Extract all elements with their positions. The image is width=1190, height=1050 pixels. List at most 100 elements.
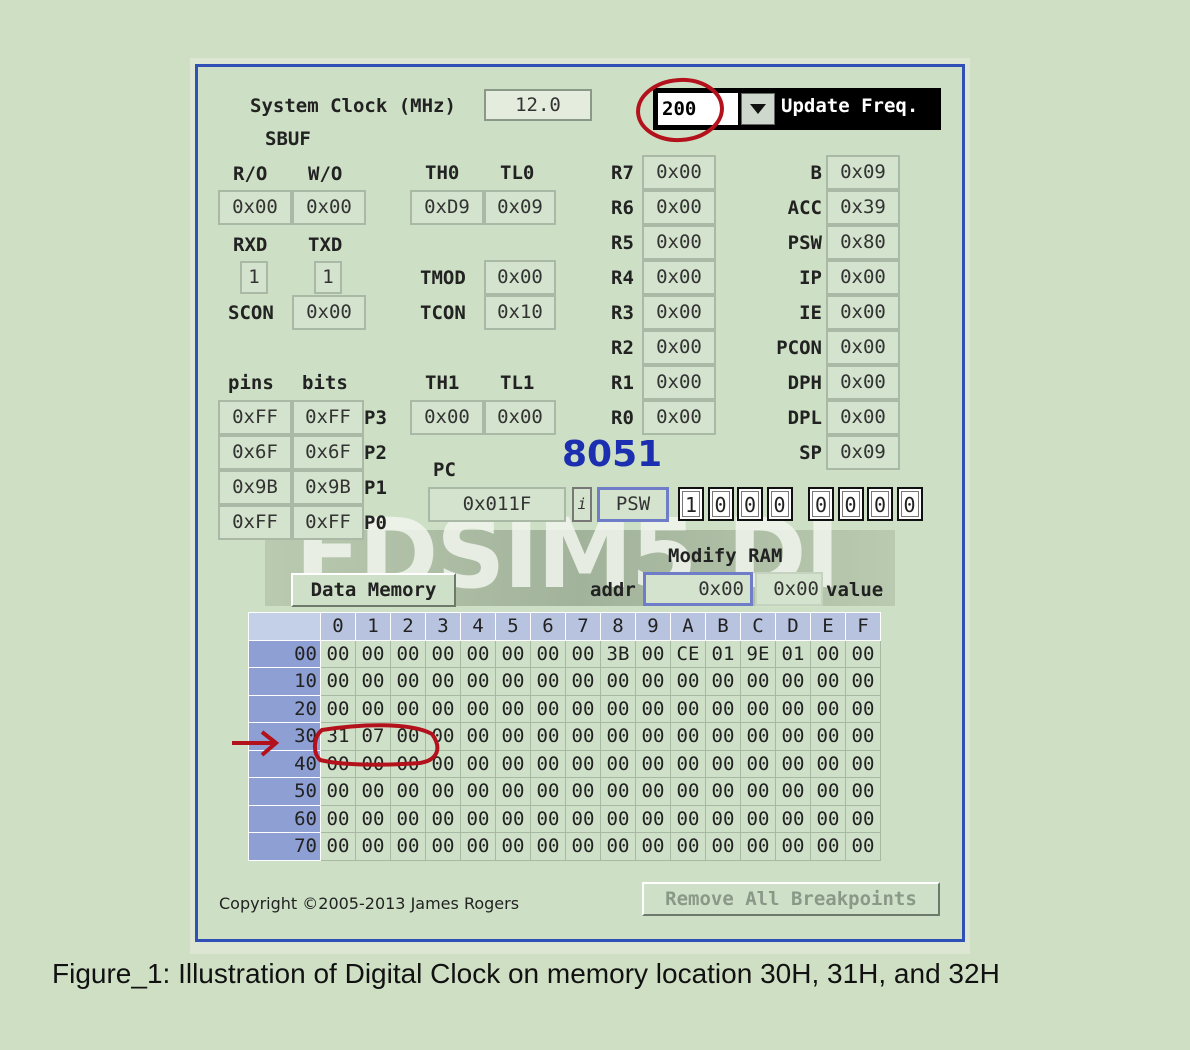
memory-cell[interactable]: 00 xyxy=(845,777,881,806)
memory-cell[interactable]: 00 xyxy=(565,804,601,833)
memory-cell[interactable]: 00 xyxy=(845,667,881,696)
memory-cell[interactable]: 00 xyxy=(775,722,811,751)
tl1-value[interactable]: 0x00 xyxy=(484,400,556,435)
memory-cell[interactable]: 00 xyxy=(705,722,741,751)
memory-cell[interactable]: 00 xyxy=(565,722,601,751)
memory-cell[interactable]: 00 xyxy=(635,667,671,696)
sfr-value[interactable]: 0x09 xyxy=(826,435,900,470)
port-bits-value[interactable]: 0x6F xyxy=(292,435,364,470)
memory-cell[interactable]: 00 xyxy=(775,667,811,696)
memory-cell[interactable]: 01 xyxy=(775,639,811,668)
memory-cell[interactable]: 00 xyxy=(320,804,356,833)
memory-cell[interactable]: 3B xyxy=(600,639,636,668)
memory-cell[interactable]: 00 xyxy=(390,749,426,778)
register-value[interactable]: 0x00 xyxy=(642,260,716,295)
memory-cell[interactable]: 00 xyxy=(635,777,671,806)
port-bits-value[interactable]: 0xFF xyxy=(292,505,364,540)
memory-cell[interactable]: 00 xyxy=(635,722,671,751)
th0-value[interactable]: 0xD9 xyxy=(410,190,484,225)
memory-cell[interactable]: 00 xyxy=(740,749,776,778)
memory-cell[interactable]: 00 xyxy=(705,832,741,861)
memory-cell[interactable]: 00 xyxy=(740,832,776,861)
memory-cell[interactable]: 00 xyxy=(775,694,811,723)
memory-cell[interactable]: 00 xyxy=(495,832,531,861)
register-value[interactable]: 0x00 xyxy=(642,190,716,225)
memory-cell[interactable]: 00 xyxy=(775,804,811,833)
memory-cell[interactable]: 00 xyxy=(320,749,356,778)
memory-cell[interactable]: 00 xyxy=(635,694,671,723)
memory-cell[interactable]: 00 xyxy=(495,694,531,723)
memory-cell[interactable]: 00 xyxy=(705,667,741,696)
memory-cell[interactable]: 00 xyxy=(425,832,461,861)
memory-cell[interactable]: 00 xyxy=(775,777,811,806)
memory-cell[interactable]: 00 xyxy=(565,694,601,723)
tl0-value[interactable]: 0x09 xyxy=(484,190,556,225)
psw-bit[interactable]: 0 xyxy=(837,487,864,521)
register-value[interactable]: 0x00 xyxy=(642,225,716,260)
rxd-value[interactable]: 1 xyxy=(240,261,268,294)
memory-cell[interactable]: 00 xyxy=(425,722,461,751)
sfr-value[interactable]: 0x00 xyxy=(826,295,900,330)
sfr-value[interactable]: 0x39 xyxy=(826,190,900,225)
memory-cell[interactable]: 00 xyxy=(390,832,426,861)
memory-cell[interactable]: 00 xyxy=(425,804,461,833)
remove-breakpoints-button[interactable]: Remove All Breakpoints xyxy=(642,882,940,916)
memory-cell[interactable]: 00 xyxy=(530,694,566,723)
memory-cell[interactable]: 31 xyxy=(320,722,356,751)
memory-cell[interactable]: 00 xyxy=(530,804,566,833)
memory-cell[interactable]: 00 xyxy=(530,749,566,778)
psw-bit[interactable]: 0 xyxy=(766,487,793,521)
memory-cell[interactable]: 00 xyxy=(425,639,461,668)
th1-value[interactable]: 0x00 xyxy=(410,400,484,435)
psw-bit[interactable]: 0 xyxy=(896,487,923,521)
memory-cell[interactable]: 00 xyxy=(460,722,496,751)
memory-cell[interactable]: 00 xyxy=(530,777,566,806)
scon-value[interactable]: 0x00 xyxy=(292,295,366,330)
memory-cell[interactable]: 00 xyxy=(740,804,776,833)
memory-cell[interactable]: 00 xyxy=(390,777,426,806)
update-freq-select[interactable]: 200 xyxy=(658,93,738,125)
memory-cell[interactable]: 07 xyxy=(355,722,391,751)
memory-cell[interactable]: 00 xyxy=(670,667,706,696)
info-icon[interactable]: i xyxy=(572,487,592,522)
sbuf-wo-value[interactable]: 0x00 xyxy=(292,190,366,225)
register-value[interactable]: 0x00 xyxy=(642,400,716,435)
memory-cell[interactable]: 00 xyxy=(530,832,566,861)
memory-cell[interactable]: 00 xyxy=(530,639,566,668)
memory-cell[interactable]: 00 xyxy=(845,639,881,668)
memory-cell[interactable]: 00 xyxy=(425,777,461,806)
memory-cell[interactable]: 9E xyxy=(740,639,776,668)
sfr-value[interactable]: 0x00 xyxy=(826,400,900,435)
memory-cell[interactable]: 00 xyxy=(355,804,391,833)
port-bits-value[interactable]: 0xFF xyxy=(292,400,364,435)
memory-cell[interactable]: 00 xyxy=(635,639,671,668)
memory-cell[interactable]: 00 xyxy=(565,832,601,861)
register-value[interactable]: 0x00 xyxy=(642,295,716,330)
memory-cell[interactable]: 00 xyxy=(390,722,426,751)
chevron-down-icon[interactable] xyxy=(741,93,775,125)
memory-cell[interactable]: 00 xyxy=(775,832,811,861)
memory-cell[interactable]: 00 xyxy=(600,804,636,833)
memory-cell[interactable]: 00 xyxy=(670,804,706,833)
memory-cell[interactable]: 00 xyxy=(600,722,636,751)
memory-cell[interactable]: 00 xyxy=(390,804,426,833)
memory-cell[interactable]: 00 xyxy=(635,749,671,778)
psw-bit[interactable]: 0 xyxy=(867,487,893,521)
sfr-value[interactable]: 0x00 xyxy=(826,330,900,365)
memory-cell[interactable]: 00 xyxy=(740,694,776,723)
memory-cell[interactable]: 00 xyxy=(845,832,881,861)
memory-cell[interactable]: 00 xyxy=(845,722,881,751)
memory-cell[interactable]: 00 xyxy=(320,832,356,861)
port-bits-value[interactable]: 0x9B xyxy=(292,470,364,505)
memory-cell[interactable]: 00 xyxy=(845,694,881,723)
memory-cell[interactable]: 00 xyxy=(320,694,356,723)
modify-value-input[interactable]: 0x00 xyxy=(755,572,823,606)
register-value[interactable]: 0x00 xyxy=(642,365,716,400)
memory-cell[interactable]: 00 xyxy=(460,639,496,668)
memory-cell[interactable]: 00 xyxy=(705,749,741,778)
memory-cell[interactable]: 00 xyxy=(775,749,811,778)
memory-cell[interactable]: 00 xyxy=(320,667,356,696)
memory-cell[interactable]: 00 xyxy=(460,749,496,778)
memory-cell[interactable]: 00 xyxy=(320,777,356,806)
memory-cell[interactable]: 00 xyxy=(355,832,391,861)
